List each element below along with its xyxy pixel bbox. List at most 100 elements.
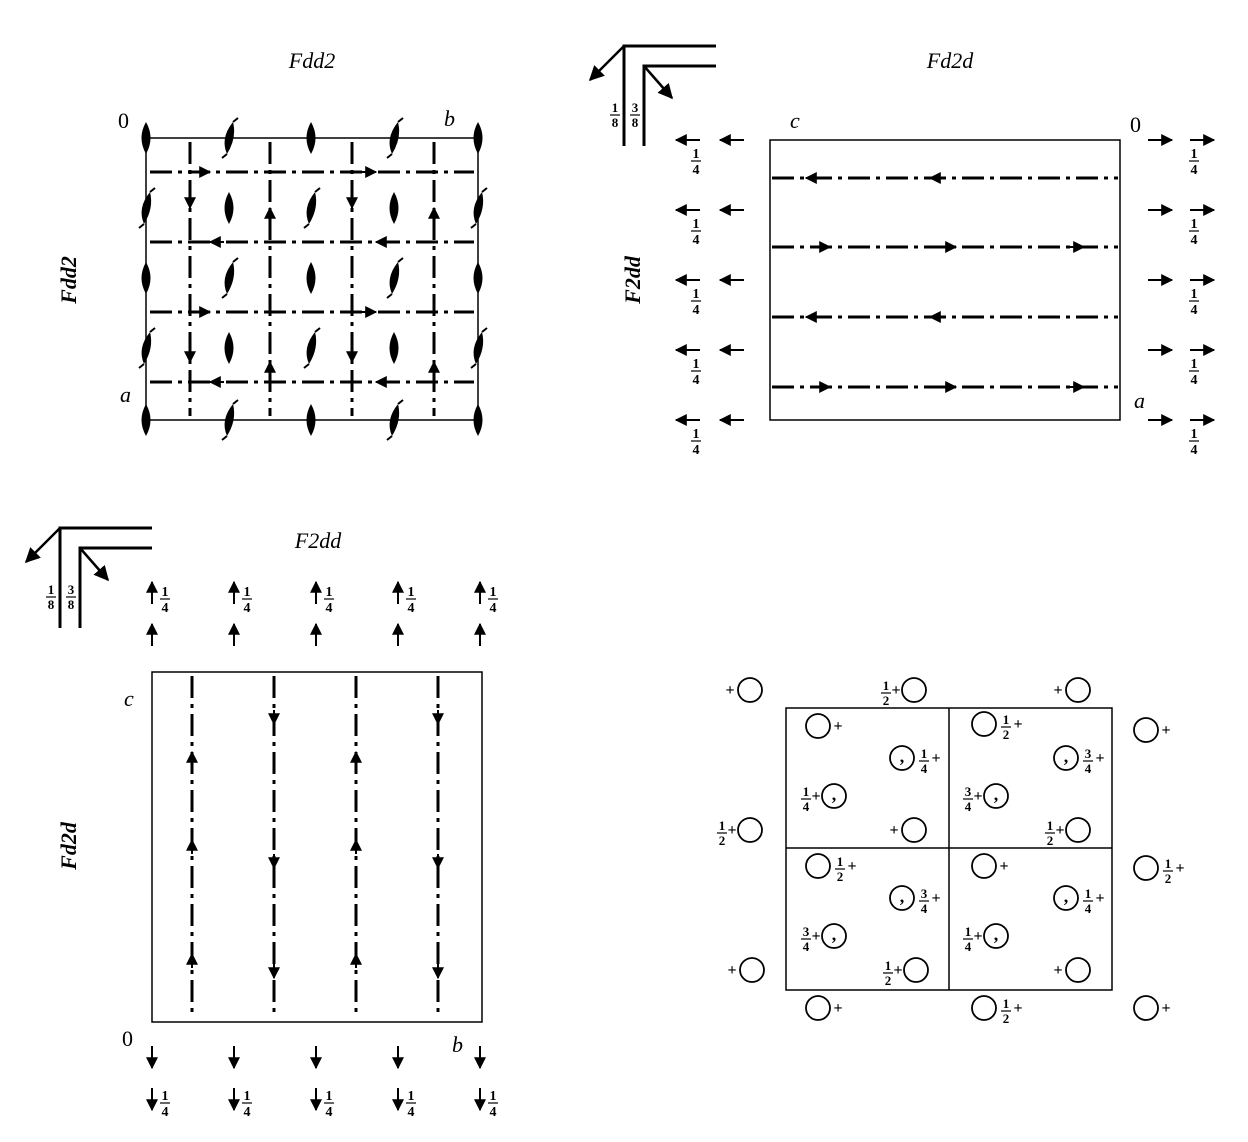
fraction-numerator: 3 (965, 784, 972, 799)
screw-tail (221, 293, 228, 299)
fraction-denominator: 4 (1191, 163, 1198, 178)
height-plus: + (1053, 962, 1062, 979)
fraction-label: 14 (488, 585, 498, 616)
position-circle (971, 995, 997, 1021)
axis-b-label: b (444, 106, 455, 131)
screw-tail (397, 399, 404, 405)
two-fold-axis-symbol (473, 262, 483, 294)
screw-tail (481, 187, 488, 193)
fraction-numerator: 1 (1003, 996, 1010, 1011)
fraction-numerator: 1 (612, 100, 619, 115)
position-circle (739, 957, 765, 983)
fraction-numerator: 1 (1191, 217, 1198, 232)
position-circle (1053, 885, 1079, 911)
position-circle (901, 677, 927, 703)
fraction-label: 14 (324, 1089, 334, 1120)
fraction-denominator: 2 (1047, 833, 1054, 848)
position-circle (1065, 677, 1091, 703)
fraction-denominator: 4 (693, 233, 700, 248)
comma-mark: , (994, 924, 999, 944)
fraction-denominator: 4 (490, 1105, 497, 1120)
fraction-label: 14 (963, 924, 973, 954)
two-fold-axis-symbol (306, 262, 316, 294)
fraction-denominator: 2 (719, 833, 726, 848)
fraction-label: 14 (1189, 427, 1199, 458)
position-circle (1053, 745, 1079, 771)
fraction-denominator: 4 (1191, 373, 1198, 388)
origin-label: 0 (1130, 112, 1141, 137)
height-plus: + (1175, 860, 1184, 877)
fraction-label: 12 (883, 958, 893, 988)
fraction-numerator: 1 (693, 217, 700, 232)
height-plus: + (999, 858, 1008, 875)
fraction-label: 12 (1163, 856, 1173, 886)
position-circle (1133, 995, 1159, 1021)
fraction-numerator: 1 (162, 585, 169, 600)
two-fold-axis-symbol (306, 122, 316, 154)
height-plus: + (891, 682, 900, 699)
screw-axis-symbol (224, 404, 235, 436)
screw-tail (303, 363, 310, 369)
fraction-label: 14 (406, 585, 416, 616)
fraction-numerator: 1 (1085, 886, 1092, 901)
fraction-numerator: 1 (326, 1089, 333, 1104)
screw-tail (232, 399, 239, 405)
height-plus: + (833, 718, 842, 735)
fraction-label: 14 (242, 585, 252, 616)
height-plus: + (1055, 822, 1064, 839)
fraction-numerator: 1 (965, 924, 972, 939)
screw-axis-symbol (224, 262, 235, 294)
fraction-numerator: 3 (803, 924, 810, 939)
fraction-denominator: 4 (244, 1105, 251, 1120)
fraction-denominator: 4 (326, 601, 333, 616)
fraction-numerator: 1 (693, 427, 700, 442)
position-circle (821, 783, 847, 809)
fraction-label: 38 (66, 582, 76, 612)
axis-c-label: c (790, 108, 800, 133)
fraction-label: 34 (963, 784, 973, 814)
comma-mark: , (1064, 746, 1069, 766)
screw-tail (138, 363, 145, 369)
diagonal-arrow (588, 45, 625, 82)
height-plus: + (973, 788, 982, 805)
fraction-denominator: 4 (490, 601, 497, 616)
panel-title: F2dd (294, 528, 342, 553)
fraction-numerator: 1 (885, 958, 892, 973)
comma-mark: , (832, 784, 837, 804)
screw-tail (470, 223, 477, 229)
two-fold-axis-symbol (141, 122, 151, 154)
fraction-label: 14 (691, 357, 701, 388)
fraction-label: 14 (1189, 217, 1199, 248)
screw-tail (221, 153, 228, 159)
fraction-numerator: 3 (632, 100, 639, 115)
fraction-numerator: 1 (803, 784, 810, 799)
position-circle (1133, 717, 1159, 743)
panel-title: Fdd2 (288, 48, 335, 73)
screw-tail (397, 257, 404, 263)
fraction-denominator: 2 (837, 869, 844, 884)
fraction-numerator: 1 (1191, 427, 1198, 442)
fraction-label: 14 (160, 585, 170, 616)
fraction-label: 14 (406, 1089, 416, 1120)
fraction-numerator: 1 (883, 678, 890, 693)
screw-tail (149, 187, 156, 193)
fraction-label: 14 (691, 217, 701, 248)
fraction-denominator: 2 (1003, 1011, 1010, 1026)
equivalent-positions: +12+++12++,14+,34+,14+,34+12++12+12++12+… (717, 677, 1185, 1026)
fraction-denominator: 4 (693, 373, 700, 388)
fraction-denominator: 8 (632, 115, 639, 130)
diagonal-arrow (643, 65, 673, 100)
screw-axis-symbol (389, 262, 400, 294)
fraction-label: 14 (691, 427, 701, 458)
position-circle (1133, 855, 1159, 881)
screw-axis-symbol (389, 404, 400, 436)
fraction-numerator: 1 (921, 746, 928, 761)
height-plus: + (973, 928, 982, 945)
comma-mark: , (1064, 886, 1069, 906)
height-plus: + (811, 788, 820, 805)
